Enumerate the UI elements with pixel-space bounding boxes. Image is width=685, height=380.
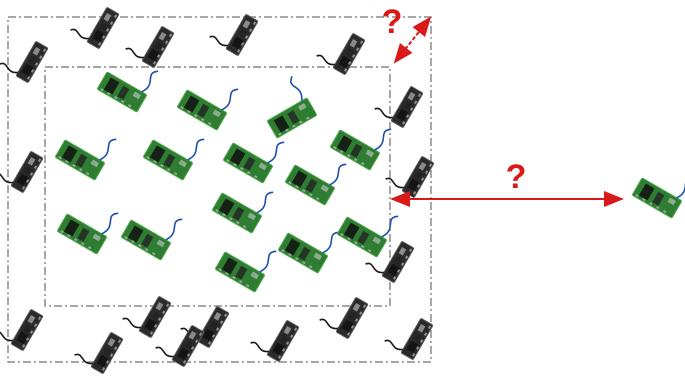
sensor-node-dark bbox=[316, 33, 366, 75]
diagonal-arrow bbox=[393, 16, 432, 64]
sensor-node-green bbox=[223, 141, 285, 184]
sensor-node-green bbox=[215, 250, 277, 293]
sensor-node-dark bbox=[384, 318, 434, 360]
sensor-node-dark bbox=[125, 26, 175, 68]
sensor-node-green bbox=[278, 231, 340, 274]
sensor-node-green bbox=[330, 128, 392, 171]
sensor-node-green bbox=[97, 70, 159, 113]
sensor-node-green bbox=[212, 191, 274, 234]
sensor-node-dark bbox=[122, 296, 172, 338]
sensor-node-dark bbox=[0, 41, 49, 83]
outer-boundary bbox=[7, 16, 432, 363]
sensor-node-dark bbox=[0, 309, 44, 351]
sensor-node-dark bbox=[319, 297, 369, 339]
isolated-sensor-node bbox=[632, 176, 685, 219]
sensor-node-green bbox=[337, 215, 399, 258]
sensor-node-dark bbox=[0, 151, 44, 193]
sensor-node-dark bbox=[155, 325, 205, 367]
sensor-node-green bbox=[55, 138, 117, 181]
sensor-node-dark bbox=[250, 320, 300, 362]
sensor-node-green bbox=[143, 138, 205, 181]
sensor-node-green bbox=[267, 75, 317, 139]
sensor-node-green bbox=[285, 163, 347, 206]
sensor-node-green bbox=[57, 212, 119, 255]
sensor-node-dark bbox=[374, 86, 424, 128]
horizontal-question-mark: ? bbox=[506, 158, 527, 196]
sensor-node-green bbox=[121, 218, 183, 261]
sensor-node-dark bbox=[70, 7, 120, 49]
sensor-node-green bbox=[177, 88, 239, 131]
inner-boundary bbox=[44, 66, 391, 307]
sensor-node-dark bbox=[74, 332, 124, 374]
sensor-node-dark bbox=[385, 156, 435, 198]
sensor-node-dark bbox=[365, 241, 415, 283]
sensor-node-dark bbox=[209, 14, 259, 56]
diagonal-question-mark: ? bbox=[382, 3, 403, 41]
